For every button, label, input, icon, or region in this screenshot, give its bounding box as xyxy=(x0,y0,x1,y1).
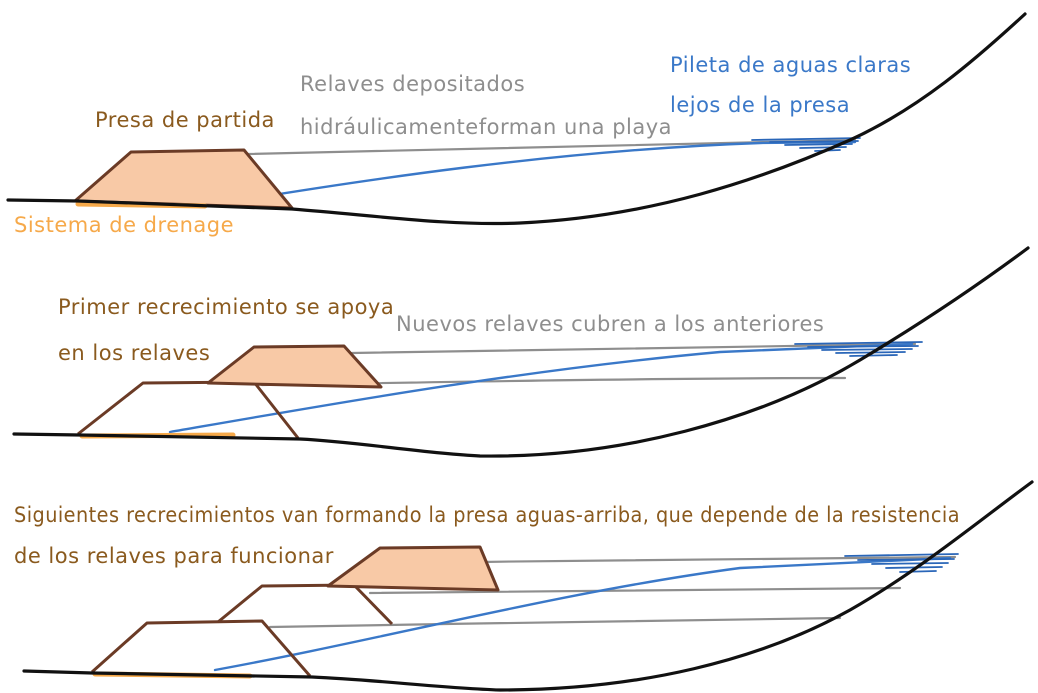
phreatic-line xyxy=(168,342,914,434)
ground-profile xyxy=(6,12,1027,226)
new-tailings-label: Nuevos relaves cubren a los anteriores xyxy=(396,312,824,336)
first-raise-label-line1: Primer recrecimiento se apoya xyxy=(58,295,394,319)
latest-raise-dam xyxy=(326,545,500,592)
starter-dam xyxy=(73,148,294,210)
tailings-layer-2 xyxy=(368,586,902,595)
tailings-layer-1 xyxy=(268,616,842,629)
successive-raises-label-line1: Siguientes recrecimientos van formando l… xyxy=(14,503,960,527)
panel-first-raise xyxy=(12,246,1030,458)
starter-dam-outline xyxy=(91,619,312,677)
panel-successive-raises xyxy=(22,480,1034,692)
phreatic-line xyxy=(213,556,952,672)
labels: Presa de partida Relaves depositados hid… xyxy=(14,53,960,568)
clear-water-pond xyxy=(751,137,861,152)
tailings-label-line2: hidráulicamenteforman una playa xyxy=(300,115,672,139)
panel-starter-dam xyxy=(6,12,1027,226)
tailings-layer-3 xyxy=(480,555,957,564)
pond-label-line1: Pileta de aguas claras xyxy=(670,53,911,77)
clear-water-pond xyxy=(844,553,959,573)
first-raise-label-line2: en los relaves xyxy=(58,341,210,365)
first-raise-outline xyxy=(217,583,394,626)
ground-profile xyxy=(22,480,1034,692)
new-tailings-surface xyxy=(350,342,917,355)
ground-profile xyxy=(12,246,1030,458)
tailings-label-line1: Relaves depositados xyxy=(300,72,525,96)
successive-raises-label-line2: de los relaves para funcionar xyxy=(14,544,334,568)
first-raise-dam xyxy=(206,344,383,389)
drainage-label: Sistema de drenage xyxy=(14,213,234,237)
pond-label-line2: lejos de la presa xyxy=(670,93,850,117)
starter-dam-outline xyxy=(77,380,300,439)
starter-dam-label: Presa de partida xyxy=(95,108,275,132)
